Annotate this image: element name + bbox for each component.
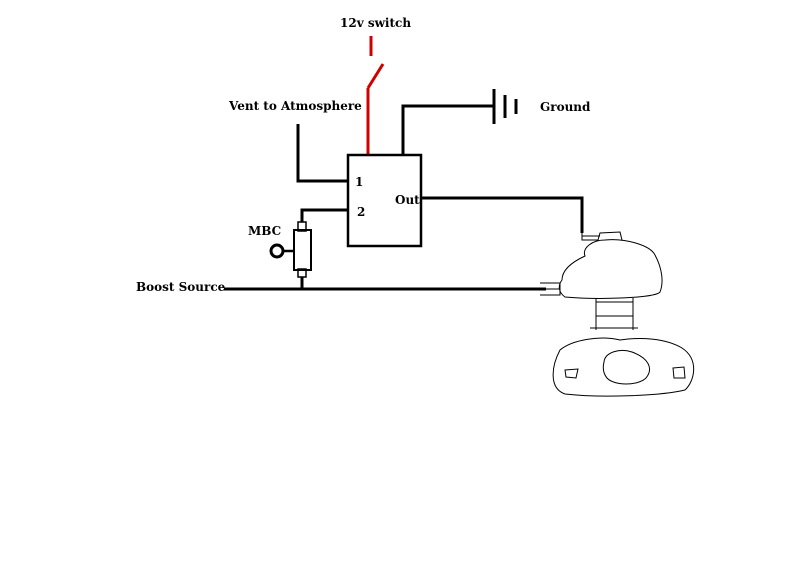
- switch-label: 12v switch: [340, 16, 412, 30]
- out-label: Out: [395, 193, 420, 207]
- port1-label: 1: [355, 175, 364, 189]
- vent-label: Vent to Atmosphere: [229, 99, 362, 113]
- switch-wire: [366, 36, 385, 155]
- mbc-label: MBC: [248, 224, 282, 238]
- solenoid-body: [346, 153, 423, 248]
- port2-label: 2: [357, 205, 366, 219]
- ground-wire: [401, 104, 494, 155]
- ground-symbol: [492, 89, 518, 124]
- boost-source-label: Boost Source: [136, 280, 226, 294]
- mbc-valve: [269, 221, 312, 289]
- vent-line: [296, 124, 348, 183]
- out-line: [421, 196, 584, 233]
- ground-label: Ground: [540, 100, 591, 114]
- wastegate-actuator: [540, 231, 695, 397]
- port2-line: [300, 208, 348, 222]
